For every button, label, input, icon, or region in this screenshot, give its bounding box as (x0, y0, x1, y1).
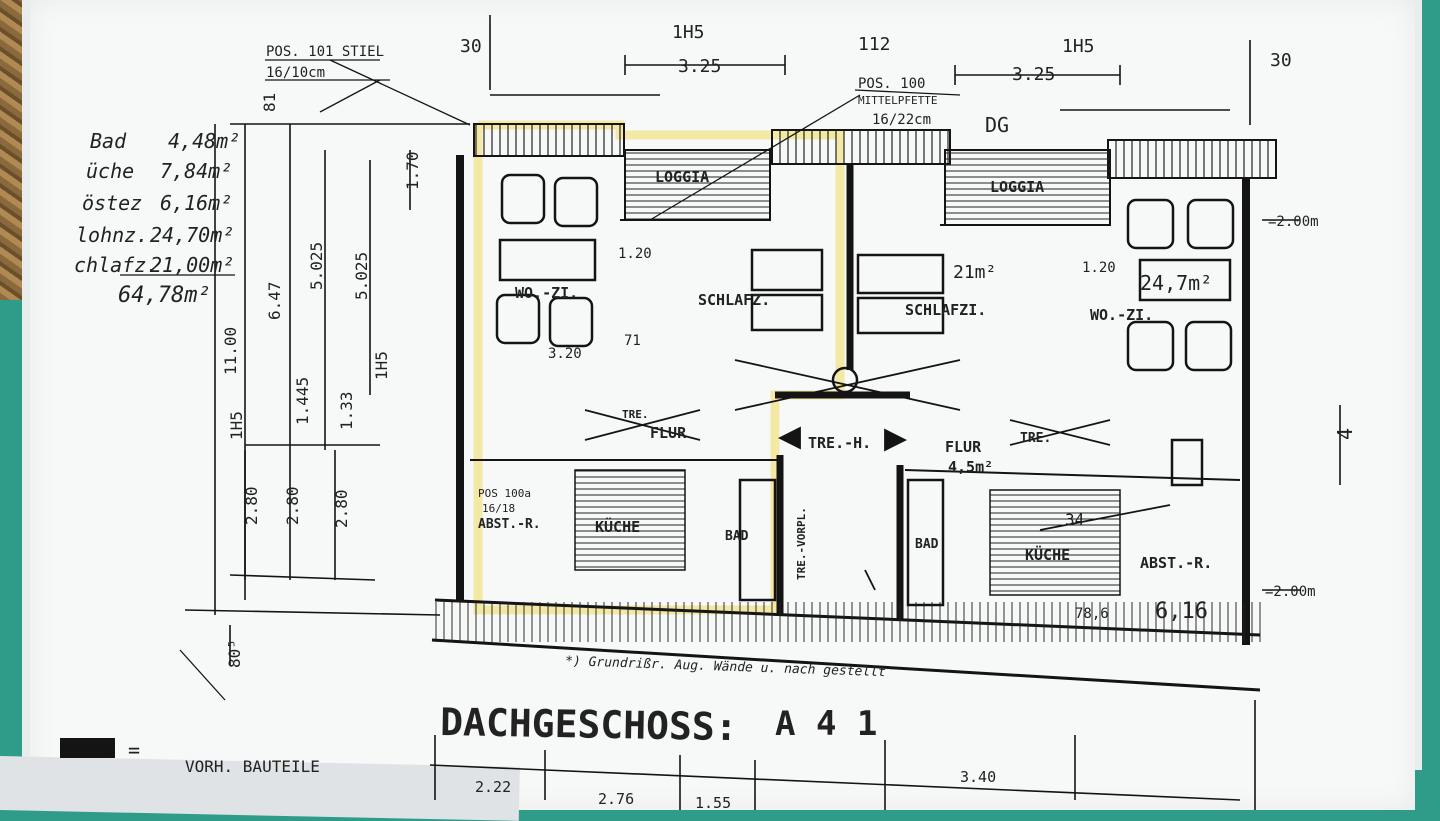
room-bad-right: BAD (915, 537, 939, 552)
room-kuche-left: KÜCHE (595, 517, 640, 536)
room-abst-left: ABST.-R. (478, 517, 541, 532)
loggia-left-railing (473, 123, 625, 157)
left-dim-647: 6.47 (265, 281, 284, 320)
area-label-21: 21m² (953, 262, 996, 283)
svg-text:=: = (128, 738, 140, 762)
leader-lines (120, 59, 961, 701)
area-item-schlafz-value: 21,00m² (150, 253, 234, 277)
dim-4: 4 (1333, 428, 1357, 440)
room-abst-right: ABST.-R. (1140, 554, 1212, 572)
pos101-size: 16/10cm (266, 65, 325, 81)
area-item-kuche-value: 7,84m² (160, 159, 232, 183)
top-dim-325b: 3.25 (1012, 64, 1055, 85)
loggia-right-floor (944, 149, 1111, 226)
left-dim-280a: 2.80 (242, 486, 261, 525)
area-label-34: 34 (1065, 510, 1084, 529)
loggia-right-railing (1107, 139, 1277, 179)
bottom-dim-276: 2.76 (598, 790, 634, 808)
loggia-left-floor (624, 149, 771, 221)
area-label-786: 78,6 (1075, 606, 1109, 622)
center-balcony-railing (771, 129, 951, 165)
bottom-dim-155: 1.55 (695, 794, 731, 810)
kitchen-right-floor (989, 489, 1121, 596)
area-item-schlafz-label: chlafz. (74, 253, 158, 277)
legend-label: VORH. BAUTEILE (185, 757, 320, 776)
room-wo-left: WO.-ZI. (515, 284, 578, 302)
area-item-wohnz-label: lohnz. (76, 223, 148, 247)
room-tre-center: TRE.-H. (808, 434, 871, 452)
dim-120a: 1.20 (618, 246, 652, 262)
walls (431, 123, 1277, 692)
pos100a-size: 16/18 (482, 502, 515, 515)
room-bad-left: BAD (725, 529, 749, 544)
bottom-dim-222: 2.22 (475, 778, 511, 796)
top-dim-hs1: 1H5 (672, 22, 705, 43)
area-item-abst-value: 6,16m² (160, 191, 232, 215)
room-tre-left: TRE. (622, 408, 649, 421)
left-dim-145: 1.445 (293, 377, 312, 425)
room-flur-right: FLUR (945, 438, 982, 456)
area-item-kuche-label: üche (86, 159, 134, 183)
pos100a-title: POS 100a (478, 487, 531, 500)
bottom-dim-340: 3.40 (960, 768, 996, 786)
left-dim-1100: 11.00 (221, 327, 240, 375)
room-flur-right-area: 4,5m² (948, 458, 993, 476)
pos100-title: POS. 100 (858, 76, 925, 92)
floor-number: A 4 1 (775, 704, 877, 744)
left-dim-280b: 2.80 (283, 486, 302, 525)
room-loggia-right: LOGGIA (990, 178, 1044, 196)
left-dim-280c: 2.80 (332, 489, 351, 528)
dim-200a: =2.00m (1268, 214, 1319, 230)
dim-320: 3.20 (548, 346, 582, 362)
top-dim-hs2: 1H5 (1062, 36, 1095, 57)
left-dim-5025a: 5.025 (307, 242, 326, 290)
room-schlafz-right: SCHLAFZI. (905, 301, 986, 319)
eaves-hatch (432, 602, 1262, 642)
room-schlafz-left: SCHLAFZ. (698, 291, 770, 309)
top-dim-325a: 3.25 (678, 56, 721, 77)
legend-swatch (60, 738, 115, 758)
dim-71: 71 (624, 333, 641, 349)
room-tre-vorpl: TRE.-VORPL. (795, 507, 808, 580)
dim-200b: =2.00m (1265, 584, 1316, 600)
area-item-wohnz-value: 24,70m² (150, 223, 234, 247)
room-tre-right: TRE. (1020, 431, 1051, 446)
area-item-abst-label: östez (82, 191, 142, 215)
left-dim-5025b: 5.025 (352, 252, 371, 300)
area-list: Bad 4,48m² üche 7,84m² östez 6,16m² lohn… (74, 129, 240, 308)
left-dim-81: 81 (260, 93, 279, 112)
dimension-lines (184, 15, 1341, 810)
kitchen-left-floor (574, 469, 686, 571)
area-label-616: 6,16 (1155, 599, 1208, 624)
marker-dg: DG (985, 113, 1009, 137)
stair-marks (584, 359, 1171, 591)
floor-title: DACHGESCHOSS: (440, 700, 738, 749)
dim-120b: 1.20 (1082, 260, 1116, 276)
top-dim-30-left: 30 (460, 36, 482, 57)
left-dim-133: 1.33 (337, 391, 356, 430)
pos100-sub: MITTELPFETTE (858, 94, 937, 107)
area-item-bad-value: 4,48m² (168, 129, 240, 153)
room-loggia-left: LOGGIA (655, 168, 709, 186)
area-total: 64,78m² (118, 283, 211, 308)
left-dim-h5b: 1H5 (372, 351, 391, 380)
top-dim-30-right: 30 (1270, 50, 1292, 71)
left-dim-805: 80⁵ (225, 639, 244, 668)
room-flur-left: FLUR (650, 424, 687, 442)
area-item-bad-label: Bad (90, 129, 127, 153)
top-dim-112: 112 (858, 34, 891, 55)
room-wo-right: WO.-ZI. (1090, 306, 1153, 324)
room-kuche-right: KÜCHE (1025, 545, 1070, 564)
furniture (495, 173, 1235, 607)
left-dim-170: 1.70 (403, 151, 422, 190)
area-label-247: 24,7m² (1140, 271, 1212, 295)
pos100-size: 16/22cm (872, 112, 931, 128)
pos101-title: POS. 101 STIEL (266, 44, 384, 60)
left-dim-h5a: 1H5 (227, 411, 246, 440)
